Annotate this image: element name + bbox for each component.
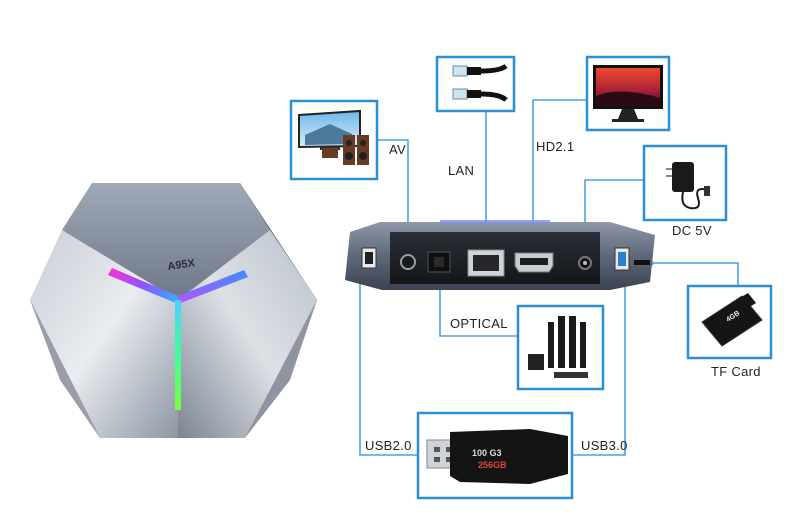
usb3-label: USB3.0 <box>581 438 628 453</box>
brand-mark: A95X <box>167 257 197 273</box>
tv-box-rear-panel <box>345 220 655 290</box>
dc-label: DC 5V <box>672 223 712 238</box>
tf-card-box: 4GB <box>686 284 773 360</box>
tower-speaker-icon <box>569 316 576 368</box>
subwoofer-icon <box>528 354 544 370</box>
hdmi-label: HD2.1 <box>536 139 575 154</box>
micro-sd-card-icon <box>701 295 763 347</box>
speaker-icon <box>343 135 355 165</box>
av-label: AV <box>389 142 406 157</box>
hdmi-monitor-box <box>585 55 671 132</box>
tower-speaker-icon <box>548 322 554 368</box>
tower-speaker-icon <box>580 322 586 368</box>
rj45-plug-icon <box>452 65 468 77</box>
tower-speaker-icon <box>558 316 565 368</box>
speaker-icon <box>322 148 338 158</box>
av-port <box>400 254 416 270</box>
tf-slot <box>634 260 650 265</box>
lan-cable-box <box>435 55 516 113</box>
usb-stick-box: 100 G3 256GB <box>416 411 574 500</box>
speaker-icon <box>357 135 369 165</box>
usb2-label: USB2.0 <box>365 438 412 453</box>
optical-speaker-system-box <box>516 304 605 391</box>
rj45-plug-icon <box>452 88 468 100</box>
usb-model-text: 100 G3 <box>472 448 502 458</box>
optical-label: OPTICAL <box>450 316 508 331</box>
usb-stick-icon <box>450 429 568 484</box>
tv-box-product-image: A95X <box>30 183 317 438</box>
lan-label: LAN <box>448 163 475 178</box>
tf-card-label: TF Card <box>711 364 761 379</box>
dc-adapter-box <box>642 144 728 222</box>
power-adapter-icon <box>672 162 694 192</box>
av-tv-speakers-box <box>289 99 379 181</box>
usb-capacity-text: 256GB <box>478 460 507 470</box>
